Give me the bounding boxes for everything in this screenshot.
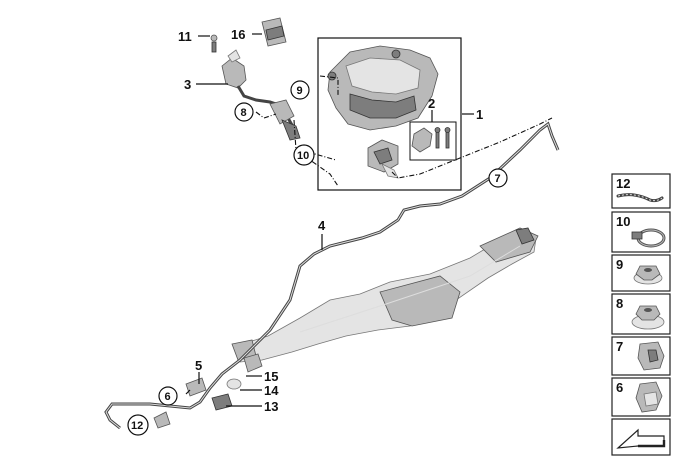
callout-1: 1 [476, 107, 483, 122]
svg-text:7: 7 [495, 173, 501, 185]
legend-item-12[interactable]: 12 [611, 173, 671, 209]
callout-2: 2 [428, 96, 435, 111]
circled-callout-7: 7 [488, 168, 508, 188]
fuel-tank-part [327, 45, 439, 131]
legend-panel: 12 10 9 8 7 [611, 173, 671, 456]
lower-parts [153, 353, 263, 429]
svg-text:9: 9 [616, 257, 623, 272]
svg-text:8: 8 [616, 296, 623, 311]
svg-text:10: 10 [297, 150, 309, 162]
rear-muffler-assembly [231, 227, 539, 363]
legend-item-9[interactable]: 9 [611, 254, 671, 292]
svg-text:9: 9 [297, 85, 303, 97]
svg-text:12: 12 [131, 420, 143, 432]
callout-11: 11 [178, 29, 192, 44]
callout-3: 3 [184, 77, 191, 92]
legend-item-7[interactable]: 7 [611, 336, 671, 376]
screw-box [409, 121, 457, 161]
dash-9 [319, 75, 339, 96]
callout-5: 5 [195, 358, 202, 373]
leader-lines [185, 33, 474, 407]
nav-arrow-button[interactable] [611, 418, 671, 456]
dash-7 [391, 117, 553, 179]
callout-14: 14 [264, 383, 279, 398]
callout-4: 4 [318, 218, 326, 233]
clip-8-part [269, 99, 301, 141]
callout-15: 15 [264, 369, 278, 384]
svg-text:10: 10 [616, 214, 630, 229]
svg-text:12: 12 [616, 176, 630, 191]
circled-callout-10: 10 [293, 144, 315, 166]
callout-13: 13 [264, 399, 278, 414]
circled-callout-12: 12 [127, 414, 149, 436]
svg-text:6: 6 [616, 380, 623, 395]
legend-item-6[interactable]: 6 [611, 377, 671, 417]
pump-part [367, 139, 399, 179]
dash-8 [255, 111, 277, 119]
circled-callout-8: 8 [234, 102, 254, 122]
svg-text:7: 7 [616, 339, 623, 354]
sensor-part [210, 34, 298, 133]
legend-item-8[interactable]: 8 [611, 293, 671, 335]
assembly-frame [317, 37, 462, 191]
bolt-parts [411, 127, 451, 153]
circled-callout-6: 6 [158, 386, 178, 406]
circled-callout-9: 9 [290, 80, 310, 100]
legend-item-10[interactable]: 10 [611, 211, 671, 253]
callout-16: 16 [231, 27, 245, 42]
svg-text:6: 6 [165, 391, 171, 403]
connector-16-part [261, 17, 287, 47]
svg-text:8: 8 [241, 107, 247, 119]
